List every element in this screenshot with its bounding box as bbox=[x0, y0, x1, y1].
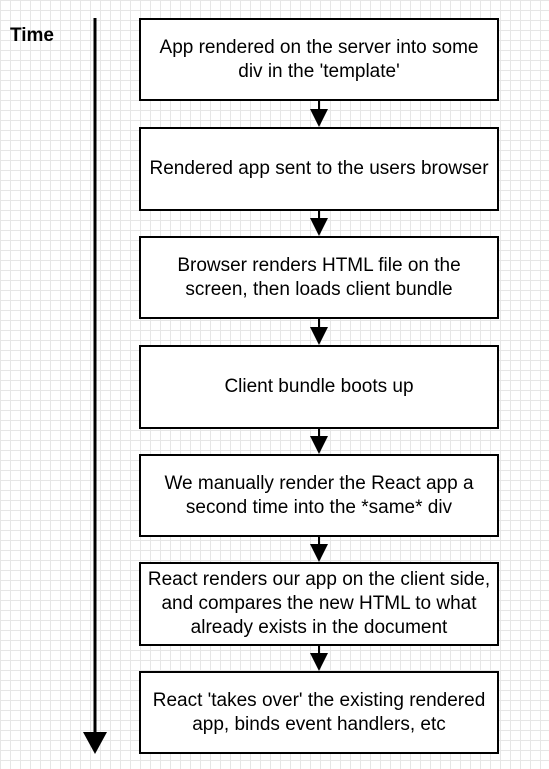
connector-arrow bbox=[310, 646, 328, 671]
step-box-send-to-browser: Rendered app sent to the users browser bbox=[139, 127, 499, 211]
step-box-server-render: App rendered on the server into some div… bbox=[139, 18, 499, 101]
step-text: App rendered on the server into some div… bbox=[159, 36, 479, 82]
step-text: Browser renders HTML file on the screen,… bbox=[177, 254, 461, 300]
time-axis-arrowhead bbox=[83, 732, 107, 754]
step-box-manual-render: We manually render the React app a secon… bbox=[139, 454, 499, 537]
connector-arrow bbox=[310, 537, 328, 562]
step-text: React 'takes over' the existing rendered… bbox=[152, 689, 486, 735]
connector-arrow bbox=[310, 101, 328, 127]
step-text: We manually render the React app a secon… bbox=[164, 472, 474, 518]
step-text: React renders our app on the client side… bbox=[147, 569, 491, 638]
step-box-browser-renders: Browser renders HTML file on the screen,… bbox=[139, 236, 499, 319]
step-text: Client bundle boots up bbox=[224, 376, 414, 397]
step-text: Rendered app sent to the users browser bbox=[149, 158, 489, 179]
connector-arrow bbox=[310, 429, 328, 454]
connector-arrow bbox=[310, 211, 328, 236]
step-box-bundle-boots: Client bundle boots up bbox=[139, 345, 499, 429]
step-box-react-compares: React renders our app on the client side… bbox=[139, 562, 499, 646]
time-axis-label: Time bbox=[10, 25, 55, 46]
connector-arrow bbox=[310, 319, 328, 345]
step-box-react-takes-over: React 'takes over' the existing rendered… bbox=[139, 671, 499, 754]
